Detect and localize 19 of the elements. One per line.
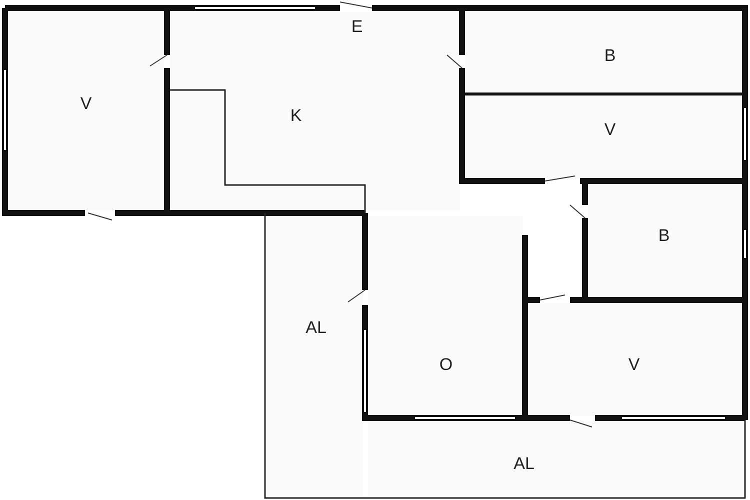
room-label: AL [514,454,534,474]
room-label: B [604,46,616,66]
room-label: V [628,355,640,375]
room-area [368,216,523,416]
room-label: O [439,355,453,375]
room-area [465,12,742,92]
room-area [368,421,745,498]
room-area [8,12,164,210]
room-area [528,303,742,416]
room-label: AL [306,318,326,338]
room-label: B [658,226,670,246]
room-label: V [80,94,92,114]
room-area [170,12,460,210]
room-area [588,184,742,298]
room-label: E [351,17,363,37]
room-area [267,216,363,498]
room-label: V [604,120,616,140]
room-label: K [290,106,302,126]
room-area [465,96,742,179]
